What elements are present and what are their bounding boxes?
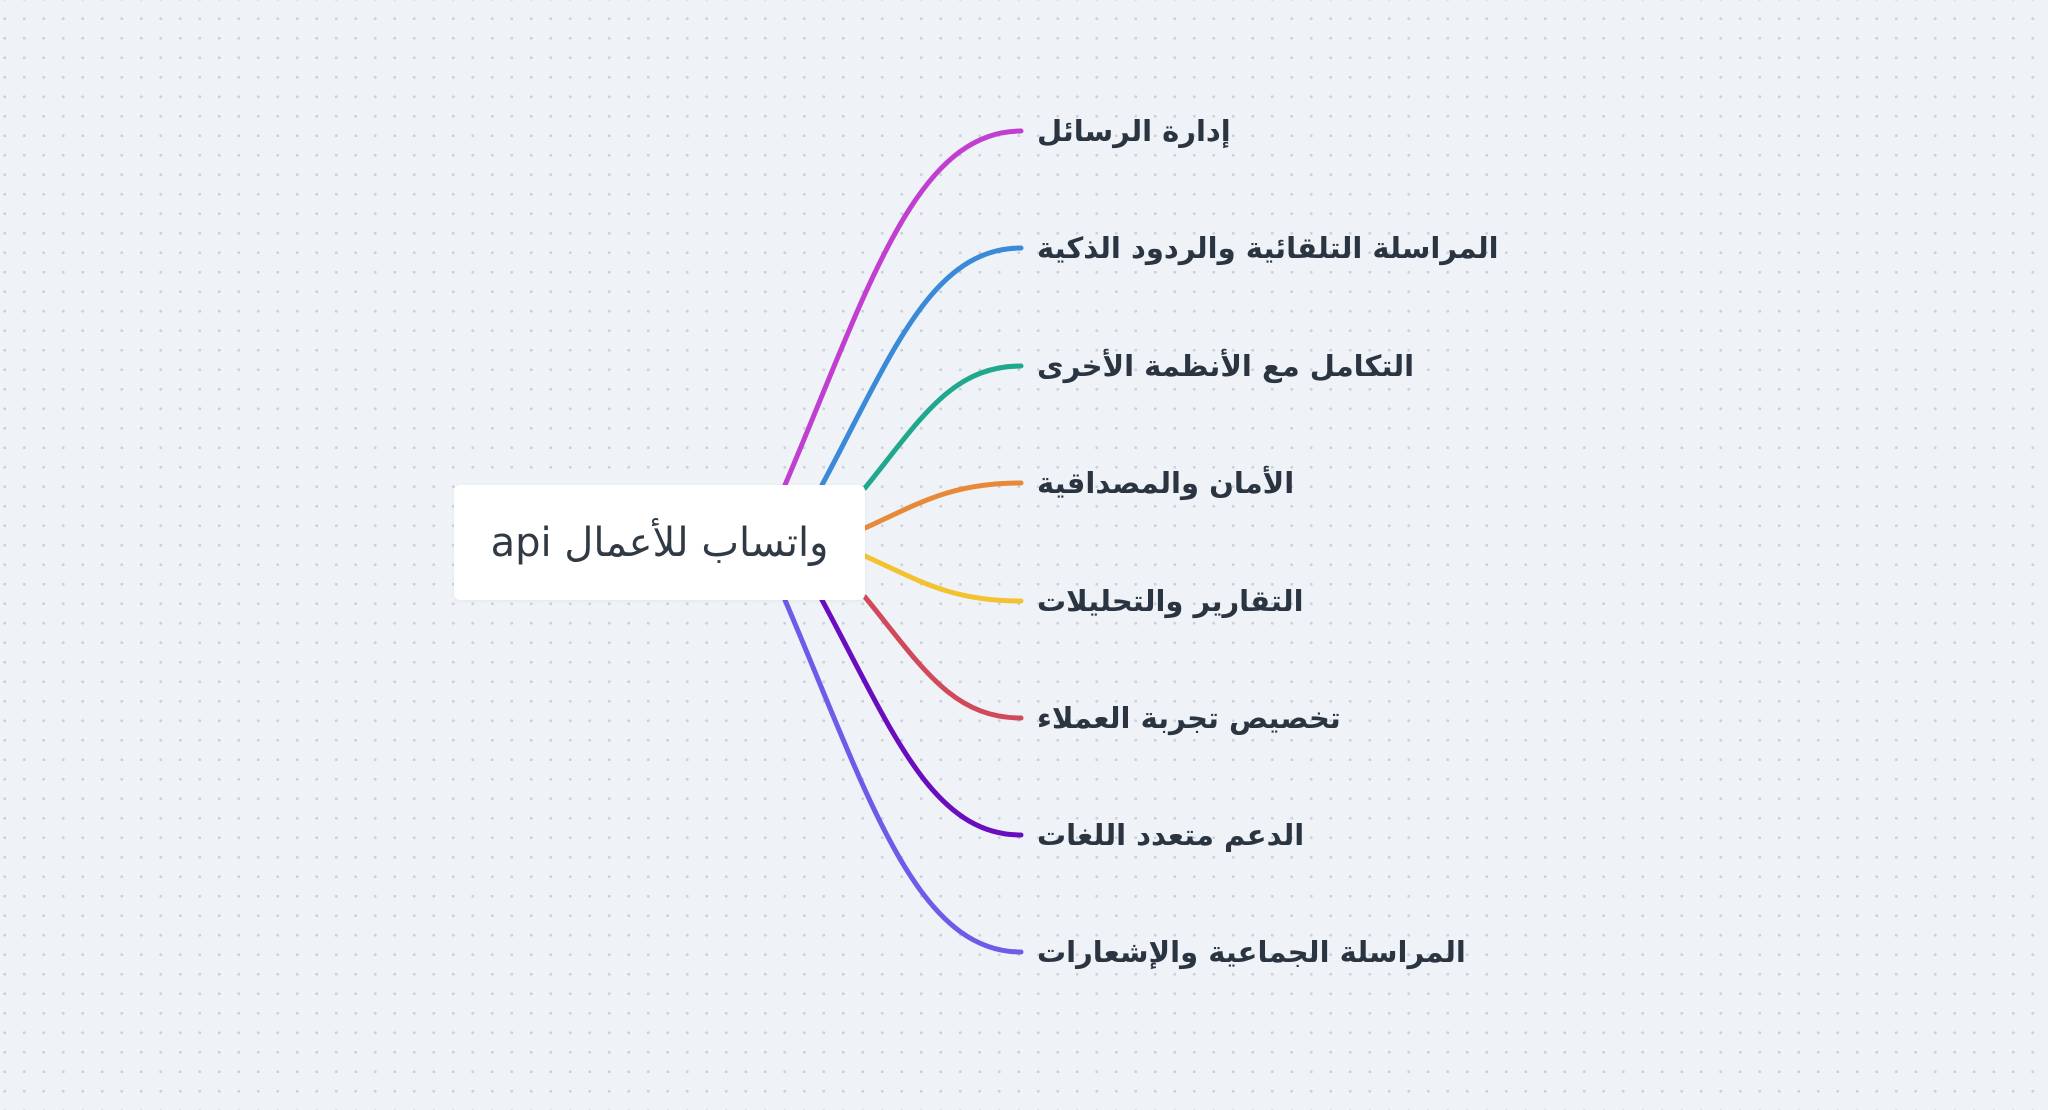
branch-node-reports-analytics[interactable]: التقارير والتحليلات [1037,579,1304,623]
branch-node-customer-experience[interactable]: تخصيص تجربة العملاء [1037,696,1341,740]
branch-node-security-credibility[interactable]: الأمان والمصداقية [1037,461,1294,505]
connector-branch-1 [782,128,1024,488]
connector-branch-4 [862,480,1024,531]
branch-node-message-management[interactable]: إدارة الرسائل [1037,109,1231,153]
branch-label: الأمان والمصداقية [1037,465,1295,500]
branch-label: المراسلة التلقائية والردود الذكية [1037,230,1499,265]
branch-node-integration-other-systems[interactable]: التكامل مع الأنظمة الأخرى [1037,344,1414,388]
branch-node-auto-messaging-smart-replies[interactable]: المراسلة التلقائية والردود الذكية [1037,226,1499,270]
branch-label: المراسلة الجماعية والإشعارات [1037,934,1466,969]
branch-label: التقارير والتحليلات [1037,583,1304,618]
branch-node-bulk-messaging-notifications[interactable]: المراسلة الجماعية والإشعارات [1037,930,1466,974]
connector-branch-6 [862,594,1024,721]
connector-branch-8 [782,597,1024,955]
branch-node-multilingual-support[interactable]: الدعم متعدد اللغات [1037,813,1304,857]
root-node[interactable]: واتساب للأعمال api [454,485,865,600]
connector-branch-5 [862,553,1024,604]
branch-label: إدارة الرسائل [1037,113,1231,148]
connector-branch-7 [819,597,1024,838]
branch-label: التكامل مع الأنظمة الأخرى [1037,348,1415,383]
branch-label: الدعم متعدد اللغات [1037,817,1305,852]
connector-branch-3 [862,363,1024,491]
connector-branch-2 [819,245,1024,488]
branch-label: تخصيص تجربة العملاء [1037,700,1341,735]
root-node-label: واتساب للأعمال api [490,519,829,566]
